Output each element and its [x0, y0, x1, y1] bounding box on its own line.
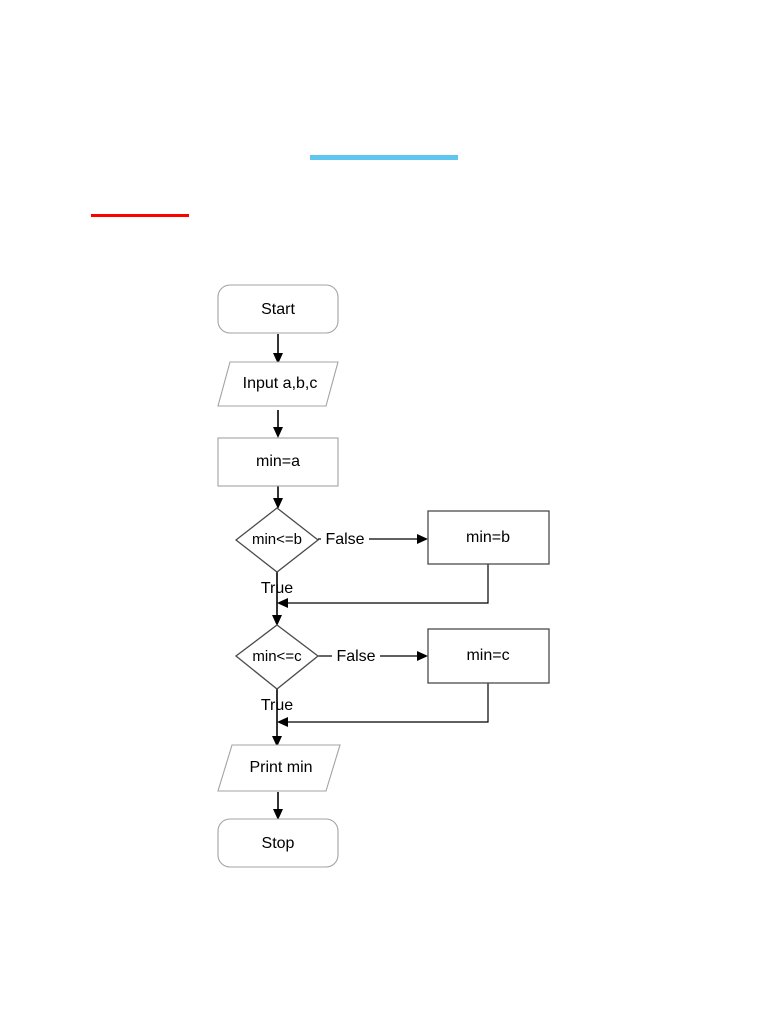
node-input[interactable]: Input a,b,c	[217, 361, 339, 407]
node-test-b[interactable]: min<=b	[234, 507, 320, 573]
node-test-b-label: min<=b	[252, 531, 302, 548]
node-assign-b-label: min=b	[466, 529, 510, 546]
node-test-c[interactable]: min<=c	[234, 624, 320, 690]
node-test-c-label: min<=c	[252, 648, 302, 665]
edge-print-to-stop	[273, 792, 283, 820]
node-print[interactable]: Print min	[217, 744, 341, 792]
edge-test-b-true-to-test-c	[272, 572, 282, 626]
node-start[interactable]: Start	[217, 284, 339, 334]
node-stop[interactable]: Stop	[217, 818, 339, 868]
edge-label-true-c: True	[261, 697, 293, 714]
node-assign-c-label: min=c	[466, 647, 509, 664]
edge-test-c-true-to-print	[272, 689, 282, 747]
edge-label-true-b-text: True	[261, 580, 293, 597]
node-stop-label: Stop	[262, 835, 295, 852]
edge-assign-c-return	[277, 683, 489, 727]
node-print-label: Print min	[249, 759, 312, 776]
node-assign-a[interactable]: min=a	[217, 437, 339, 487]
edge-label-false-c: False	[332, 646, 380, 666]
node-assign-a-label: min=a	[256, 453, 300, 470]
node-assign-b[interactable]: min=b	[427, 510, 550, 565]
edge-assign-b-return	[277, 564, 489, 608]
edge-label-true-c-text: True	[261, 697, 293, 714]
blue-underline-bar	[310, 155, 458, 160]
edge-label-false-c-text: False	[336, 648, 375, 665]
edge-start-to-input	[273, 334, 283, 364]
edge-label-false-b-text: False	[325, 531, 364, 548]
edge-label-false-b: False	[321, 529, 369, 549]
edge-label-true-b: True	[261, 580, 293, 597]
red-underline-bar	[91, 214, 189, 217]
edge-assign-a-to-test-b	[273, 486, 283, 509]
edge-input-to-assign-a	[273, 410, 283, 438]
node-assign-c[interactable]: min=c	[427, 628, 550, 684]
node-start-label: Start	[261, 301, 295, 318]
edge-test-c-false-to-assign-c	[318, 651, 428, 661]
node-input-label: Input a,b,c	[243, 375, 318, 392]
